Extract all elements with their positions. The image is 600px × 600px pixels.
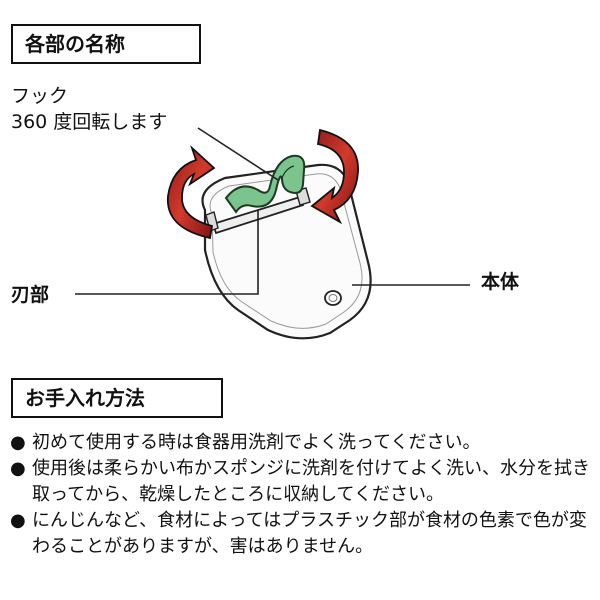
rotation-arrows xyxy=(167,128,359,240)
hook-rotation-note: 360 度回転します xyxy=(11,111,168,133)
care-item-text: 初めて使用する時は食器用洗剤でよく洗ってください。 xyxy=(32,432,481,453)
blade-label: 刃部 xyxy=(11,284,50,306)
right-rotation-arrow xyxy=(310,128,359,225)
care-section-title: お手入れ方法 xyxy=(11,378,223,418)
bullet-icon: ● xyxy=(10,510,26,531)
body-label: 本体 xyxy=(481,271,520,293)
peeler-diagram xyxy=(75,127,470,340)
care-title-text: お手入れ方法 xyxy=(25,386,145,410)
parts-title-text: 各部の名称 xyxy=(25,32,125,56)
bullet-icon: ● xyxy=(10,458,26,479)
leader-lines xyxy=(75,127,470,295)
left-rotation-arrow xyxy=(167,145,216,240)
parts-section-title: 各部の名称 xyxy=(11,24,201,64)
care-item: ● 初めて使用する時は食器用洗剤でよく洗ってください。 xyxy=(8,430,593,456)
care-instructions-list: ● 初めて使用する時は食器用洗剤でよく洗ってください。 ● 使用後は柔らかい布か… xyxy=(8,430,593,560)
care-item-text: にんじんなど、食材によってはプラスチック部が食材の色素で色が変わることがあります… xyxy=(32,510,587,557)
care-item: ● にんじんなど、食材によってはプラスチック部が食材の色素で色が変わることがあり… xyxy=(8,508,593,560)
blade-leader-line xyxy=(75,210,259,295)
bullet-icon: ● xyxy=(10,432,26,453)
care-item: ● 使用後は柔らかい布かスポンジに洗剤を付けてよく洗い、水分を拭き取ってから、乾… xyxy=(8,456,593,508)
hook-label: フック xyxy=(11,85,69,107)
care-item-text: 使用後は柔らかい布かスポンジに洗剤を付けてよく洗い、水分を拭き取ってから、乾燥し… xyxy=(32,458,590,505)
hook xyxy=(224,154,306,214)
hook-leader-line xyxy=(197,127,279,181)
